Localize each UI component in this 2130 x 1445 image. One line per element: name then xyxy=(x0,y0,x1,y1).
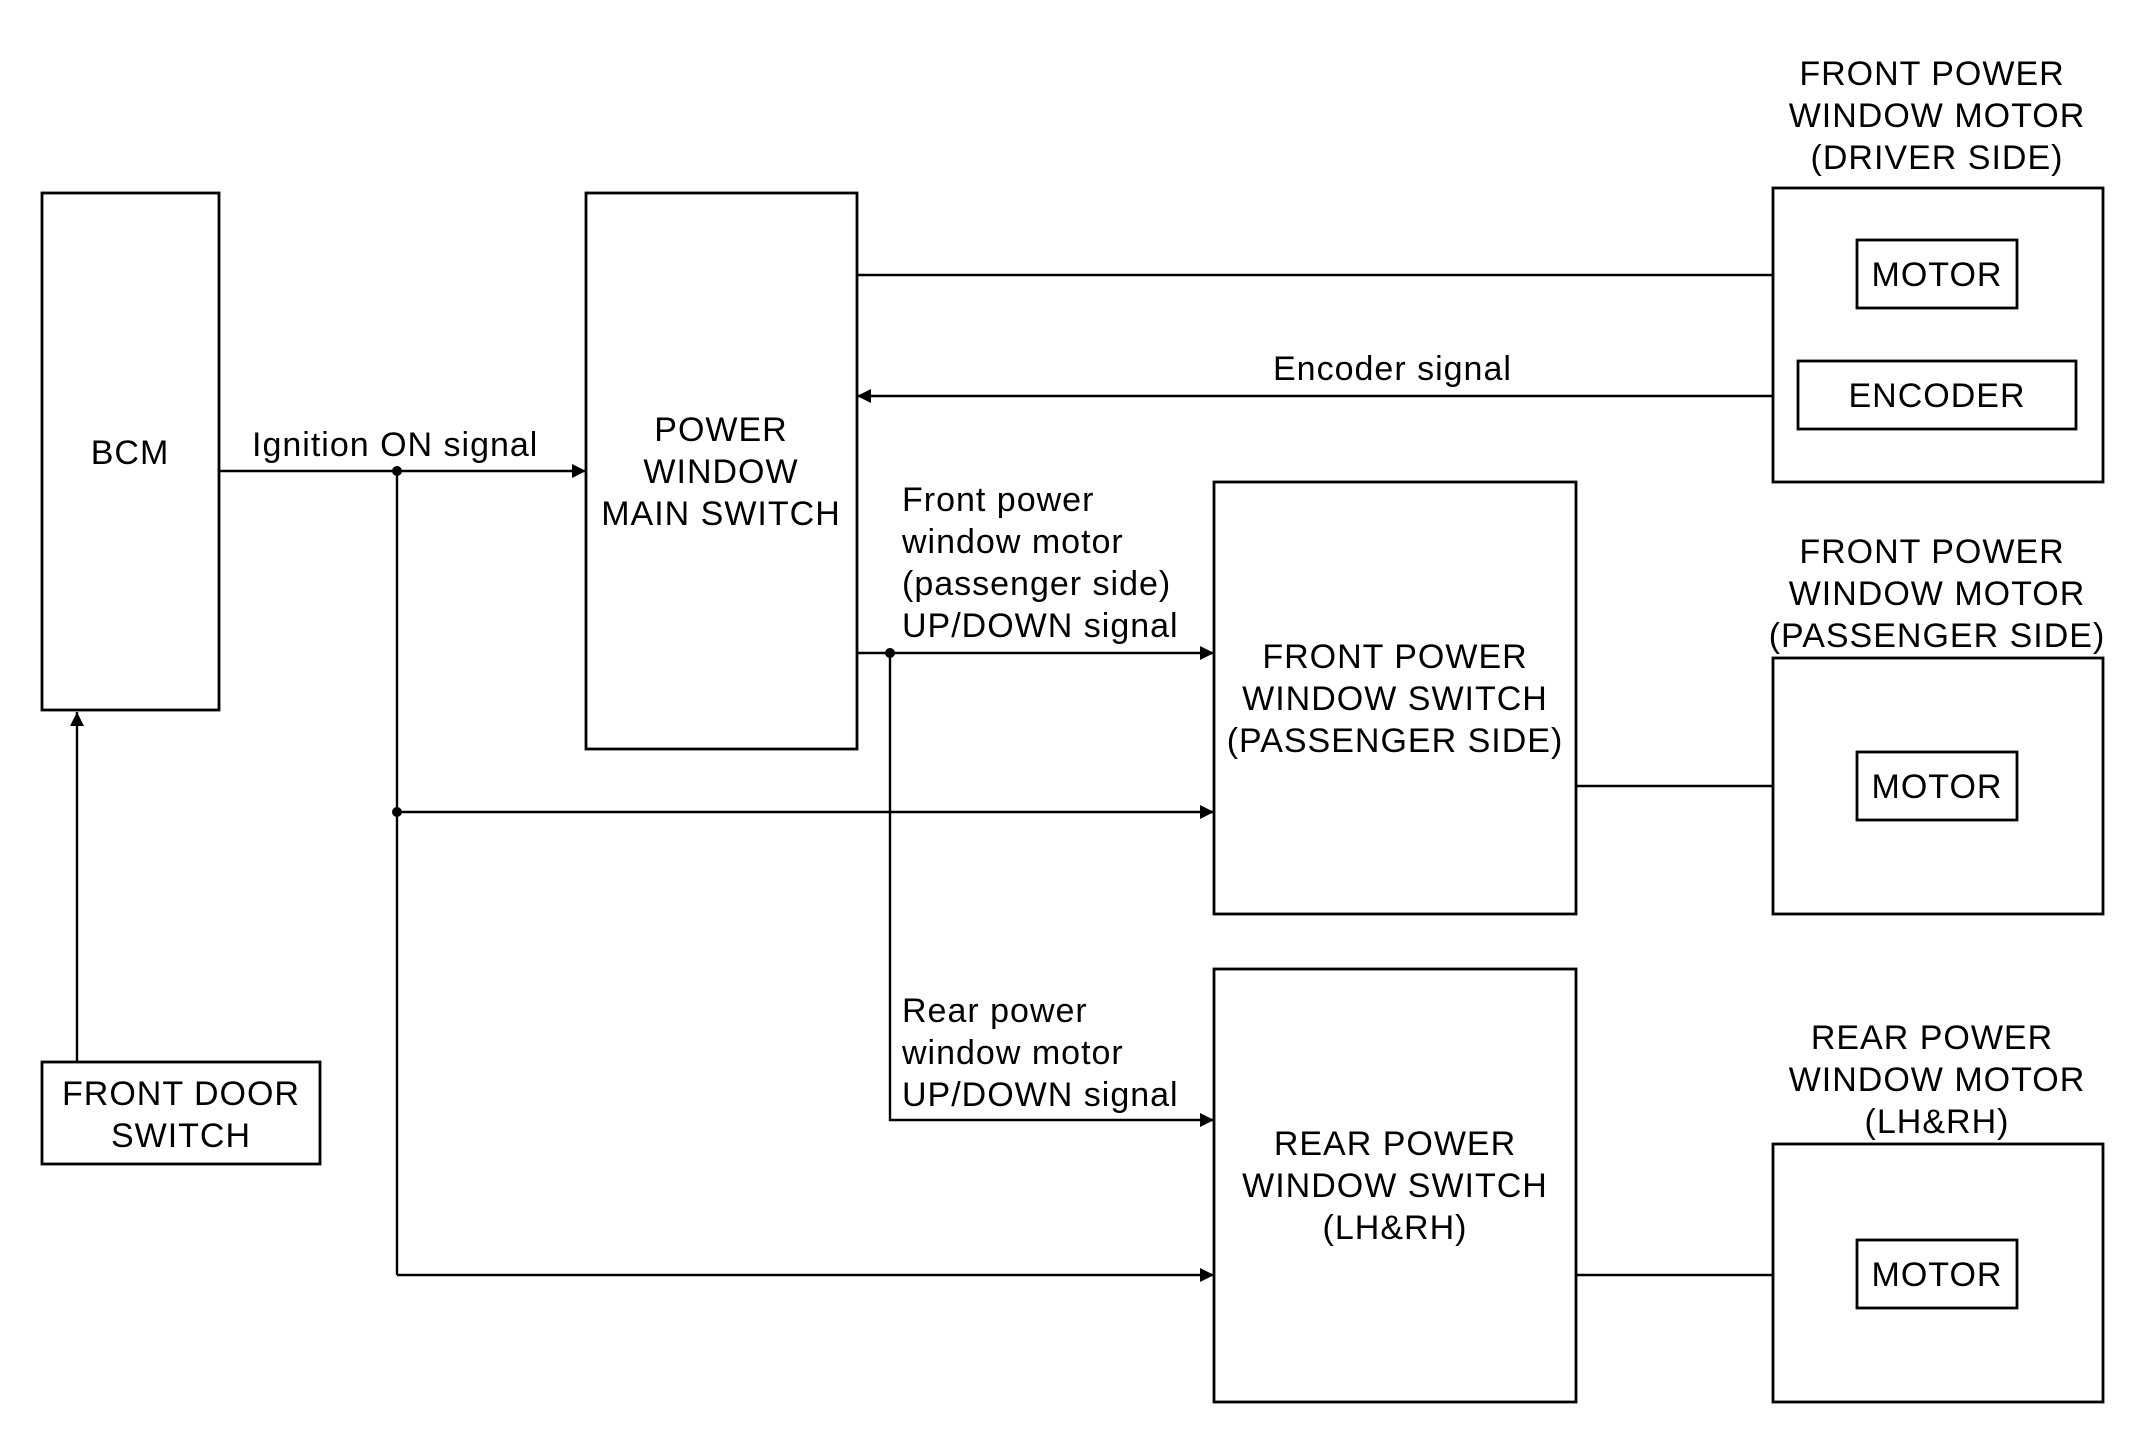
front-switch-passenger-block: FRONT POWER WINDOW SWITCH (PASSENGER SID… xyxy=(1212,480,1578,916)
front-door-switch-block: FRONT DOOR SWITCH xyxy=(40,1060,322,1166)
encoder-label: ENCODER xyxy=(1848,377,2025,415)
rear-switch-label-3: (LH&RH) xyxy=(1323,1209,1468,1247)
driver-motor-title-3: (DRIVER SIDE) xyxy=(1811,139,2064,177)
rear-motor-assembly: REAR POWER WINDOW MOTOR (LH&RH) MOTOR xyxy=(1771,1019,2105,1404)
rear-motor-title-3: (LH&RH) xyxy=(1865,1103,2010,1141)
svg-text:Front power: Front power xyxy=(902,481,1094,519)
front-door-switch-label-1: FRONT DOOR xyxy=(62,1075,300,1113)
passenger-motor-box xyxy=(1855,750,2019,822)
front-door-switch-label-2: SWITCH xyxy=(111,1117,251,1155)
svg-text:UP/DOWN signal: UP/DOWN signal xyxy=(902,1076,1179,1114)
rear-switch-label-1: REAR POWER xyxy=(1274,1125,1516,1163)
rear-motor-label: MOTOR xyxy=(1872,1256,2003,1294)
junction-main-switch-branch xyxy=(885,648,895,658)
rear-motor-title-1: REAR POWER xyxy=(1811,1019,2053,1057)
main-switch-label-1: POWER xyxy=(654,411,787,449)
passenger-motor-label: MOTOR xyxy=(1872,768,2003,806)
rear-motor-box xyxy=(1855,1238,2019,1310)
encoder-box xyxy=(1796,359,2078,431)
ignition-signal-label: Ignition ON signal xyxy=(252,426,538,464)
rear-signal-label: Rear power window motor UP/DOWN signal xyxy=(901,992,1179,1114)
driver-motor-assembly: FRONT POWER WINDOW MOTOR (DRIVER SIDE) M… xyxy=(1771,55,2105,484)
encoder-signal-label: Encoder signal xyxy=(1273,350,1512,388)
rear-switch-block: REAR POWER WINDOW SWITCH (LH&RH) xyxy=(1212,967,1578,1404)
front-switch-label-2: WINDOW SWITCH xyxy=(1242,680,1548,718)
wires xyxy=(70,268,1857,1282)
driver-motor-label: MOTOR xyxy=(1872,256,2003,294)
junction-ignition-mid xyxy=(392,807,402,817)
rear-motor-title-2: WINDOW MOTOR xyxy=(1789,1061,2086,1099)
front-switch-label-1: FRONT POWER xyxy=(1262,638,1527,676)
bcm-label: BCM xyxy=(91,434,170,472)
driver-motor-title-1: FRONT POWER xyxy=(1799,55,2064,93)
main-switch-label-3: MAIN SWITCH xyxy=(601,495,841,533)
passenger-motor-assembly: FRONT POWER WINDOW MOTOR (PASSENGER SIDE… xyxy=(1769,533,2106,916)
svg-text:window motor: window motor xyxy=(901,523,1124,561)
svg-text:window motor: window motor xyxy=(901,1034,1124,1072)
svg-text:(passenger side): (passenger side) xyxy=(902,565,1171,603)
main-switch-block: POWER WINDOW MAIN SWITCH xyxy=(584,191,859,751)
passenger-motor-title-1: FRONT POWER xyxy=(1799,533,2064,571)
passenger-motor-title-3: (PASSENGER SIDE) xyxy=(1769,617,2106,655)
driver-motor-box xyxy=(1855,238,2019,310)
bcm-block: BCM xyxy=(40,191,221,712)
passenger-motor-title-2: WINDOW MOTOR xyxy=(1789,575,2086,613)
svg-text:Rear power: Rear power xyxy=(902,992,1088,1030)
junction-ignition-top xyxy=(392,466,402,476)
rear-switch-label-2: WINDOW SWITCH xyxy=(1242,1167,1548,1205)
driver-motor-title-2: WINDOW MOTOR xyxy=(1789,97,2086,135)
main-switch-label-2: WINDOW xyxy=(643,453,798,491)
svg-text:UP/DOWN signal: UP/DOWN signal xyxy=(902,607,1179,645)
wire-main-switch-to-rear-switch xyxy=(888,653,1214,1127)
front-switch-label-3: (PASSENGER SIDE) xyxy=(1227,722,1564,760)
front-passenger-signal-label: Front power window motor (passenger side… xyxy=(901,481,1179,645)
